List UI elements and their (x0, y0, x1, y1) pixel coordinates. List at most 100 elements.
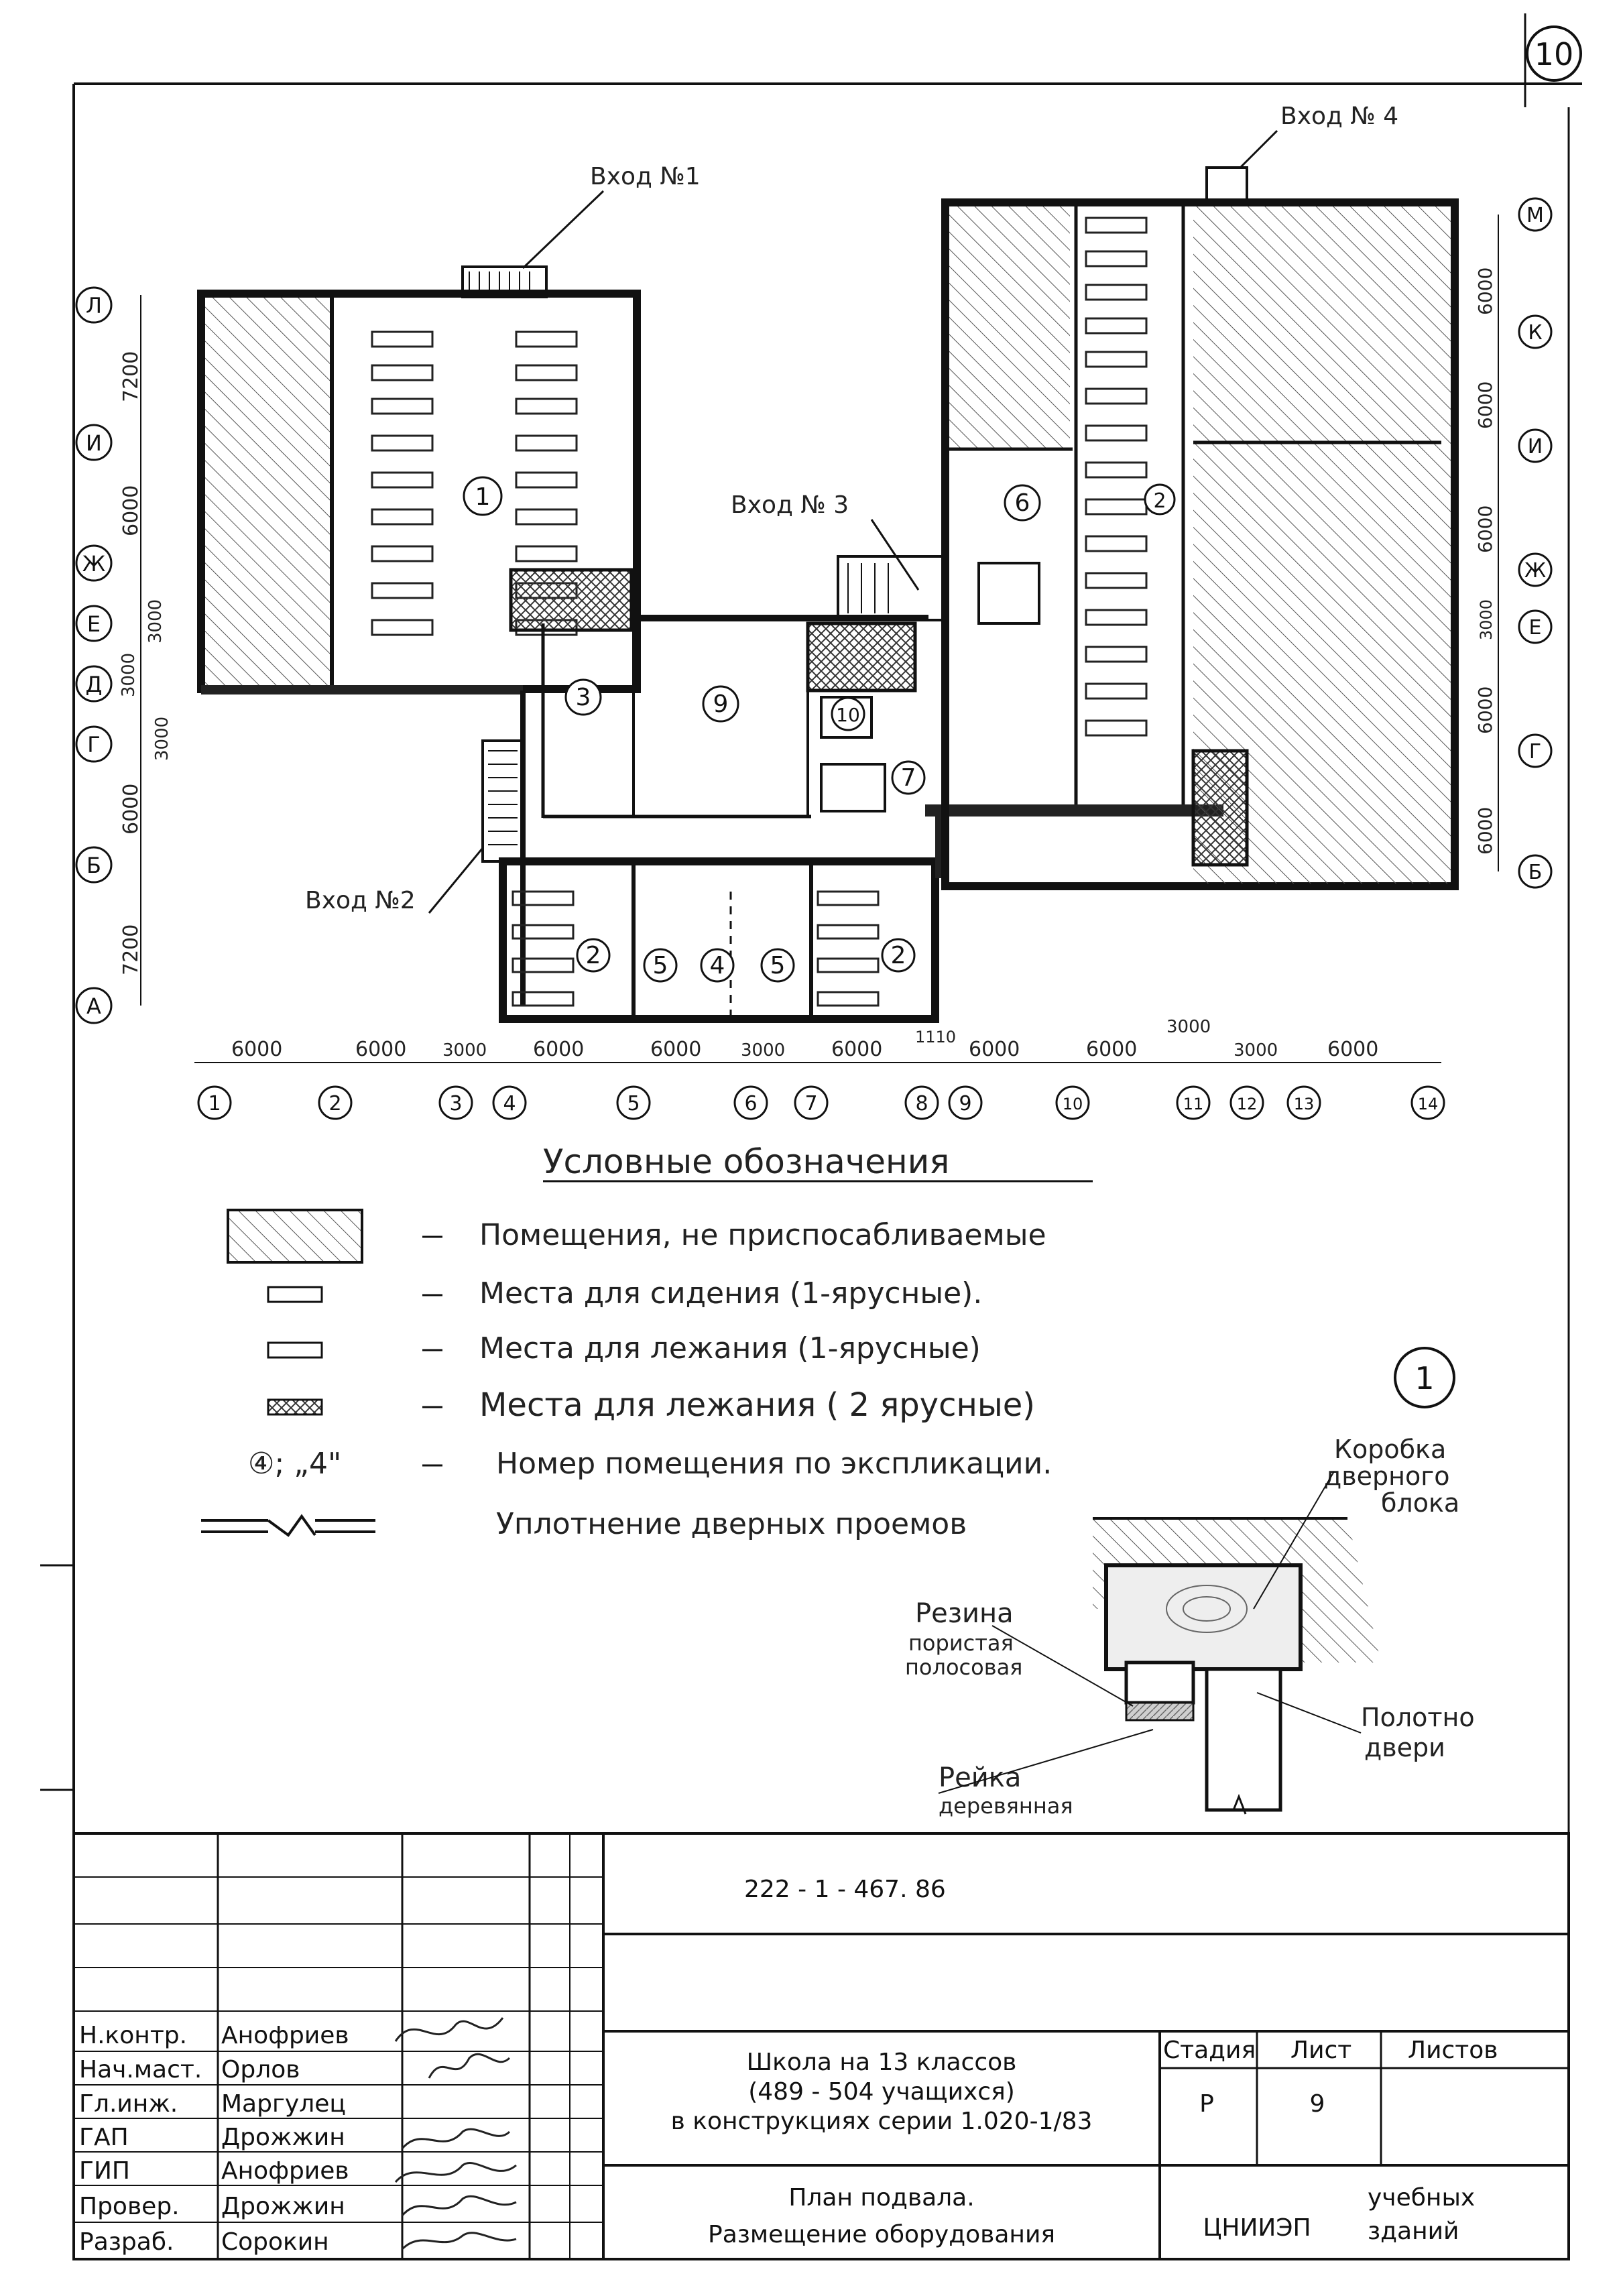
left-axes: Л И Ж Е Д Г Б А 7200 6000 3000 3000 3000… (75, 286, 172, 1024)
svg-text:10: 10 (836, 704, 860, 726)
svg-text:Г: Г (1529, 740, 1541, 764)
dim-right-5: 6000 (1474, 686, 1496, 734)
project-name-line-2: (489 - 504 учащихся) (748, 2078, 1015, 2106)
seat-rows-room-1 (371, 330, 578, 636)
detail-marker-label: 1 (1415, 1360, 1434, 1396)
axis-marker-L: Л (75, 286, 113, 324)
svg-text:Г: Г (87, 732, 101, 758)
cross-hatched-block-1 (509, 568, 634, 632)
dim-bottom-1: 6000 (231, 1038, 282, 1061)
axis-marker-D: Д (75, 665, 113, 703)
dim-left-2: 6000 (119, 485, 143, 536)
sheet-number-mark: 10 (1526, 25, 1582, 82)
stage-header: Стадия (1163, 2037, 1256, 2064)
rubber-strip (1125, 1701, 1195, 1721)
dim-right-6: 6000 (1474, 807, 1496, 855)
room-number-4: 4 (700, 948, 735, 983)
dim-left-7: 7200 (119, 924, 143, 975)
svg-text:2: 2 (891, 942, 906, 969)
floor-plan: Вход №1 Вход №2 Вход № 3 Вход № 4 1 2 3 … (75, 103, 1553, 1120)
dim-bottom-10: 6000 (1086, 1038, 1137, 1061)
legend-item-5: Номер помещения по экспликации. (496, 1447, 1052, 1481)
staff-role-5: ГИП (79, 2157, 130, 2185)
axis-marker-9: 9 (948, 1085, 983, 1120)
legend-item-3: Места для лежания (1-ярусные) (479, 1331, 981, 1366)
staff-role-2: Нач.маст. (79, 2056, 202, 2083)
dim-bottom-11: 3000 (1166, 1017, 1211, 1037)
entrance-4-label: Вход № 4 (1280, 103, 1398, 130)
detail-label-rubber-3: полосовая (905, 1654, 1022, 1680)
svg-text:13: 13 (1294, 1095, 1315, 1113)
dim-bottom-9: 6000 (969, 1038, 1020, 1061)
dim-bottom-12: 3000 (1234, 1040, 1278, 1061)
center-block (481, 615, 1223, 1023)
staff-role-3: Гл.инж. (79, 2090, 178, 2118)
detail-label-box-3: блока (1381, 1488, 1459, 1518)
staff-name-5: Анофриев (221, 2157, 349, 2185)
svg-text:3: 3 (449, 1092, 462, 1115)
legend-title: Условные обозначения (543, 1142, 949, 1181)
room-number-2c: 2 (881, 938, 916, 973)
axis-marker-2: 2 (318, 1085, 353, 1120)
axis-marker-5: 5 (616, 1085, 651, 1120)
entrance-4-stair (1205, 166, 1248, 206)
door-leaf (1205, 1667, 1282, 1812)
detail-label-leaf-1: Полотно (1361, 1703, 1475, 1732)
axis-marker-13: 13 (1286, 1085, 1321, 1120)
hatched-area-right-1 (949, 206, 1070, 448)
dim-left-4: 3000 (119, 653, 139, 697)
room-number-5b: 5 (760, 948, 795, 983)
svg-text:5: 5 (770, 952, 786, 979)
bottom-axes: 6000 6000 3000 6000 6000 3000 6000 1110 … (194, 1017, 1445, 1120)
dim-right-3: 6000 (1474, 505, 1496, 553)
svg-text:12: 12 (1237, 1095, 1258, 1113)
bunk-rows-lower (512, 890, 880, 1007)
entrance-1-stair (461, 265, 548, 298)
legend: Условные обозначения Помещения, не присп… (201, 1142, 1093, 1541)
dim-left-1: 7200 (119, 351, 143, 402)
axis-marker-E-right: Е (1518, 609, 1553, 644)
svg-text:2: 2 (1153, 489, 1166, 513)
signatures (394, 2017, 517, 2250)
svg-text:И: И (86, 430, 102, 456)
sheet-number-label: 10 (1535, 36, 1574, 72)
project-name-line-1: Школа на 13 классов (747, 2049, 1017, 2076)
entrance-3-stair (837, 555, 947, 621)
axis-marker-7: 7 (794, 1085, 829, 1120)
entrance-callouts: Вход №1 Вход №2 Вход № 3 Вход № 4 (305, 103, 1398, 914)
svg-text:Е: Е (87, 611, 101, 637)
right-axes: М К И Ж Е Г Б 6000 6000 6000 3000 6000 6… (1474, 197, 1553, 889)
axis-marker-Zh: Ж (75, 544, 113, 582)
dim-bottom-5: 6000 (650, 1038, 701, 1061)
room-number-6: 6 (1004, 484, 1041, 522)
svg-text:И: И (1528, 435, 1543, 459)
room-number-10: 10 (831, 697, 865, 731)
entrance-1-label: Вход №1 (590, 163, 701, 190)
legend-item-2: Места для сидения (1-ярусные). (479, 1276, 982, 1311)
staff-name-7: Сорокин (221, 2228, 329, 2256)
staff-role-7: Разраб. (79, 2228, 174, 2256)
room-number-5a: 5 (643, 948, 678, 983)
svg-text:А: А (86, 993, 101, 1019)
dim-bottom-3: 3000 (442, 1040, 487, 1061)
room-number-1: 1 (463, 476, 503, 516)
organization-name: ЦНИИЭП (1203, 2214, 1311, 2242)
svg-text:1: 1 (475, 483, 491, 511)
axis-marker-E: Е (75, 605, 113, 642)
svg-text:Б: Б (86, 853, 101, 878)
svg-text:8: 8 (915, 1092, 928, 1115)
title-block-staff: Н.контр. Анофриев Нач.маст. Орлов Гл.инж… (79, 2017, 517, 2256)
legend-room-number-sample: ④; „4" (248, 1447, 341, 1481)
axis-marker-Zh-right: Ж (1518, 552, 1553, 587)
sheets-header: Листов (1408, 2037, 1498, 2064)
svg-text:2: 2 (328, 1092, 341, 1115)
svg-text:Л: Л (86, 293, 102, 318)
dim-bottom-13: 6000 (1327, 1038, 1378, 1061)
axis-marker-I-right: И (1518, 428, 1553, 463)
svg-text:4: 4 (710, 952, 725, 979)
entrance-3-label: Вход № 3 (731, 491, 849, 519)
cross-hatched-block-2 (806, 621, 917, 692)
svg-text:М: М (1526, 204, 1544, 227)
detail-1: 1 Коробка дверного блока Резина пористая… (905, 1347, 1475, 1819)
